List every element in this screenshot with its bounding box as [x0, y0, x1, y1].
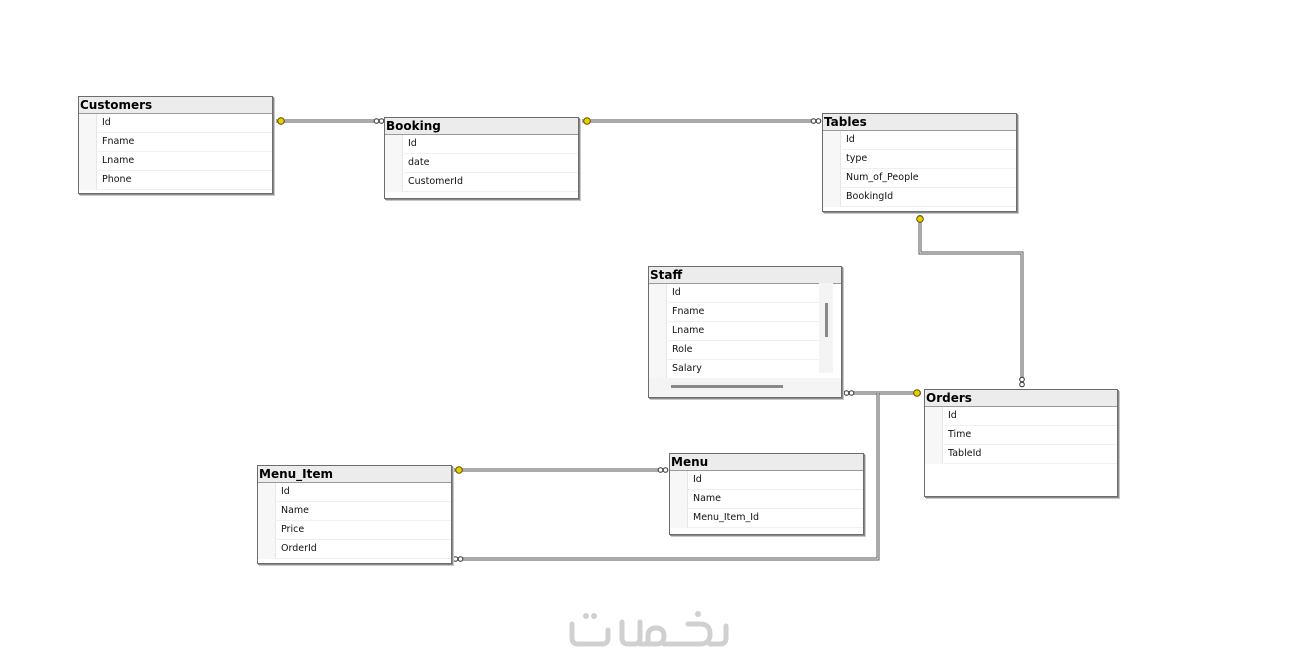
relationship-many-end — [843, 390, 855, 396]
relationship-one-end — [913, 389, 921, 397]
column-row[interactable]: Menu_Item_Id — [687, 509, 863, 528]
column-name: BookingId — [846, 191, 894, 202]
relationship-many-end — [810, 118, 822, 124]
table-menu[interactable]: Menu Id Name Menu_Item_Id — [669, 453, 864, 535]
column-row[interactable]: Id — [96, 114, 272, 133]
column-name: Menu_Item_Id — [693, 512, 760, 523]
column-name: Id — [948, 410, 957, 421]
table-columns: Id Fname Lname Phone — [79, 114, 272, 190]
table-title: Staff — [649, 267, 841, 284]
table-title: Tables — [823, 114, 1016, 131]
column-name: Fname — [672, 306, 705, 317]
column-name: Id — [693, 474, 702, 485]
table-title: Menu — [670, 454, 863, 471]
column-row[interactable]: Name — [275, 502, 451, 521]
relationship-one-end — [916, 215, 924, 223]
column-row[interactable]: Id — [275, 483, 451, 502]
column-name: Name — [281, 505, 310, 516]
table-booking[interactable]: Booking Id date CustomerId — [384, 117, 579, 199]
table-columns: Id type Num_of_People BookingId — [823, 131, 1016, 207]
column-name: TableId — [948, 448, 982, 459]
column-name: Id — [102, 117, 111, 128]
table-columns: Id Name Menu_Item_Id — [670, 471, 863, 528]
column-name: Num_of_People — [846, 172, 919, 183]
column-name: date — [408, 157, 430, 168]
relationship-one-end — [455, 466, 463, 474]
scrollbar-thumb[interactable] — [825, 303, 828, 337]
column-name: Id — [846, 134, 855, 145]
column-row[interactable]: date — [402, 154, 578, 173]
column-row[interactable]: Id — [402, 135, 578, 154]
table-title: Customers — [79, 97, 272, 114]
column-name: Id — [408, 138, 417, 149]
column-name: Id — [281, 486, 290, 497]
khamsat-logo-watermark — [569, 611, 729, 647]
column-name: OrderId — [281, 543, 317, 554]
column-row[interactable]: OrderId — [275, 540, 451, 559]
column-row[interactable]: Role — [666, 341, 819, 360]
table-columns: Id Name Price OrderId — [258, 483, 451, 559]
relationship-one-end — [583, 117, 591, 125]
column-name: Fname — [102, 136, 135, 147]
table-title: Booking — [385, 118, 578, 135]
table-columns: Id date CustomerId — [385, 135, 578, 192]
horizontal-scrollbar[interactable] — [649, 378, 841, 397]
vertical-scrollbar[interactable] — [819, 283, 833, 373]
relationship-many-end — [657, 467, 669, 473]
table-menu-item[interactable]: Menu_Item Id Name Price OrderId — [257, 465, 452, 564]
column-name: Phone — [102, 174, 132, 185]
column-row[interactable]: Id — [666, 284, 819, 303]
column-row[interactable]: Id — [687, 471, 863, 490]
table-staff[interactable]: Staff Id Fname Lname Role Salary — [648, 266, 842, 398]
column-row[interactable]: Time — [942, 426, 1117, 445]
column-name: Price — [281, 524, 305, 535]
column-name: Role — [672, 344, 693, 355]
column-row[interactable]: Fname — [96, 133, 272, 152]
scrollbar-thumb[interactable] — [671, 385, 783, 388]
column-name: CustomerId — [408, 176, 463, 187]
relationship-many-end — [452, 556, 464, 562]
column-name: Salary — [672, 363, 702, 374]
relationship-many-end — [373, 118, 385, 124]
column-row[interactable]: Id — [840, 131, 1016, 150]
relationship-tables-orders[interactable] — [918, 215, 1024, 387]
column-row[interactable]: CustomerId — [402, 173, 578, 192]
column-row[interactable]: Lname — [96, 152, 272, 171]
relationship-many-end — [1019, 376, 1025, 388]
table-columns: Id Fname Lname Role Salary — [649, 284, 841, 379]
table-title: Orders — [925, 390, 1117, 407]
column-row[interactable]: type — [840, 150, 1016, 169]
column-row[interactable]: BookingId — [840, 188, 1016, 207]
column-row[interactable]: Name — [687, 490, 863, 509]
column-row[interactable]: Fname — [666, 303, 819, 322]
column-name: type — [846, 153, 868, 164]
column-name: Lname — [672, 325, 705, 336]
column-row[interactable]: Price — [275, 521, 451, 540]
table-orders[interactable]: Orders Id Time TableId — [924, 389, 1118, 497]
column-name: Lname — [102, 155, 135, 166]
table-tables[interactable]: Tables Id type Num_of_People BookingId — [822, 113, 1017, 212]
column-row[interactable]: Salary — [666, 360, 819, 379]
table-title: Menu_Item — [258, 466, 451, 483]
table-columns: Id Time TableId — [925, 407, 1117, 464]
column-row[interactable]: Lname — [666, 322, 819, 341]
column-row[interactable]: TableId — [942, 445, 1117, 464]
column-row[interactable]: Id — [942, 407, 1117, 426]
table-customers[interactable]: Customers Id Fname Lname Phone — [78, 96, 273, 194]
column-name: Name — [693, 493, 722, 504]
column-row[interactable]: Num_of_People — [840, 169, 1016, 188]
column-name: Id — [672, 287, 681, 298]
column-row[interactable]: Phone — [96, 171, 272, 190]
relationship-one-end — [277, 117, 285, 125]
column-name: Time — [948, 429, 972, 440]
